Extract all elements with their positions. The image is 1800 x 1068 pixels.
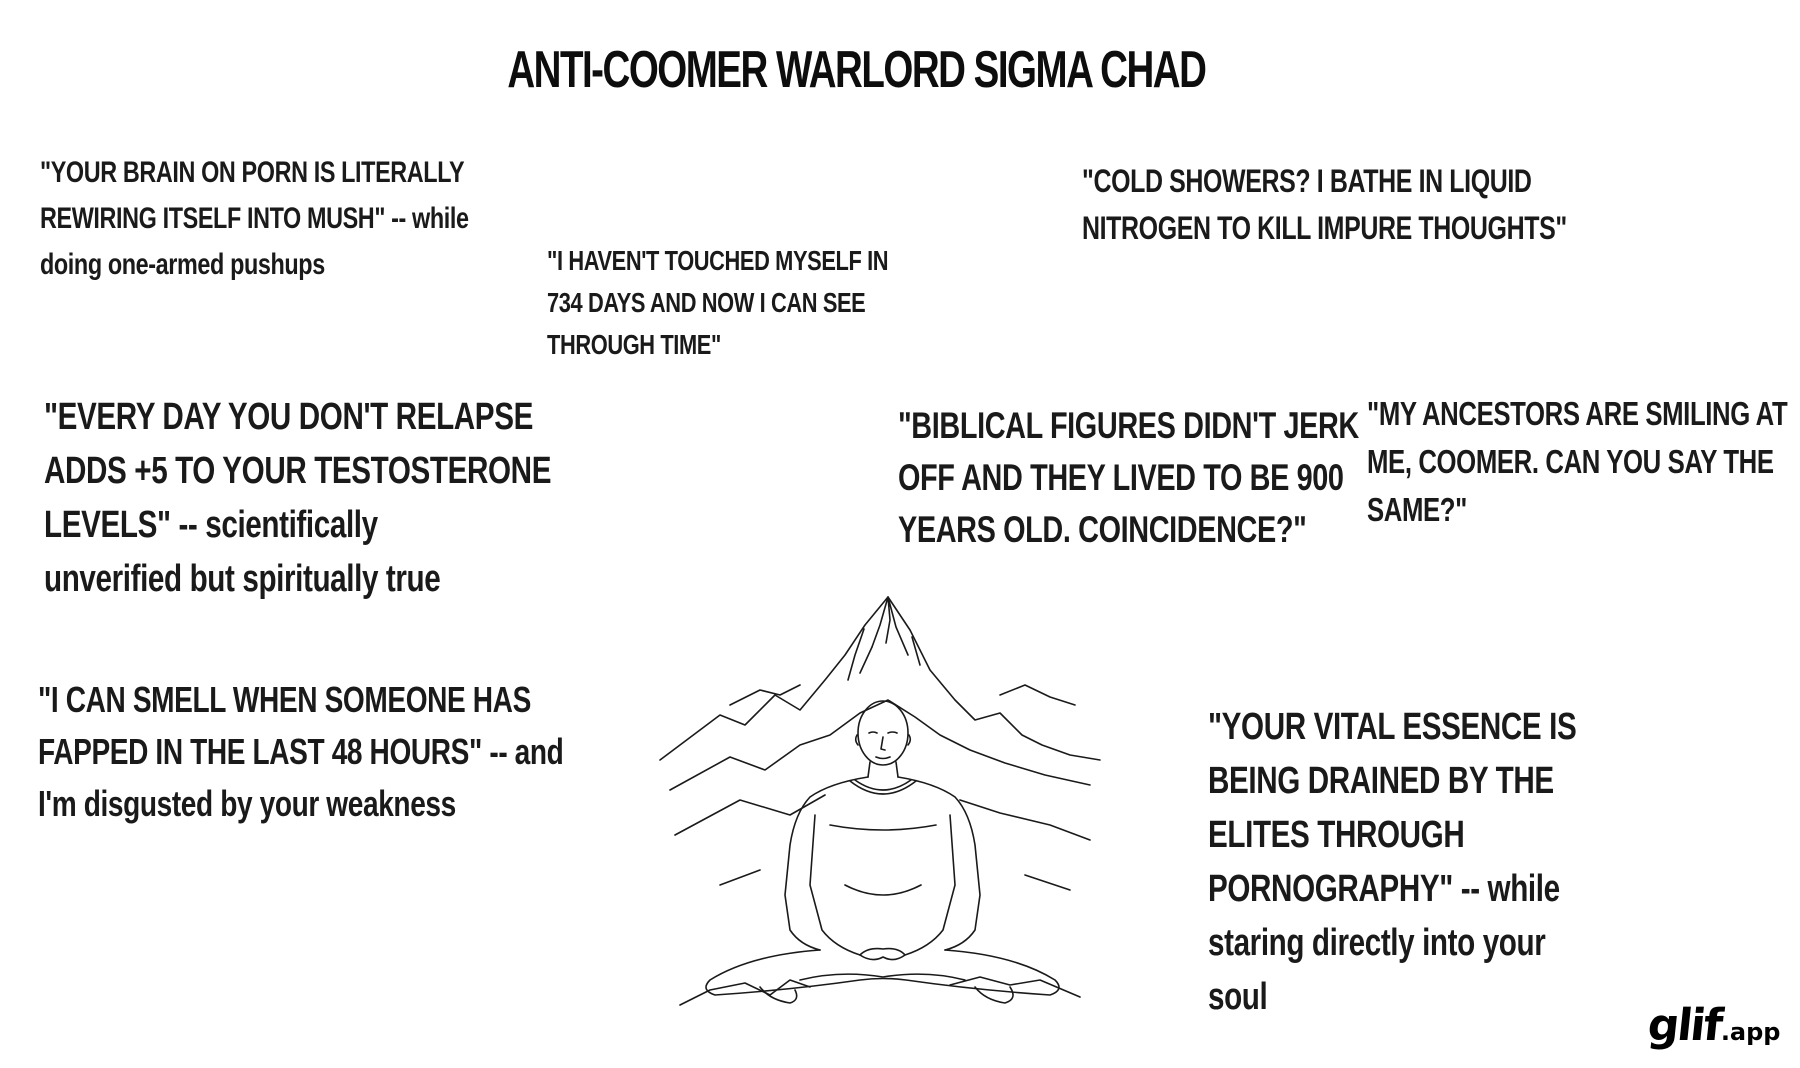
quote-line: 734 DAYS AND NOW I CAN SEE (547, 287, 866, 318)
quote-biblical-figures: "BIBLICAL FIGURES DIDN'T JERK OFF AND TH… (898, 400, 1489, 556)
quote-734-days: "I HAVEN'T TOUCHED MYSELF IN 734 DAYS AN… (547, 240, 984, 366)
quote-line: PORNOGRAPHY" -- while (1208, 868, 1560, 910)
quote-line: "I CAN SMELL WHEN SOMEONE HAS (38, 679, 531, 720)
glif-logo: glif.app (1645, 1000, 1781, 1051)
quote-line: staring directly into your (1208, 922, 1546, 964)
quote-line: "YOUR BRAIN ON PORN IS LITERALLY (40, 156, 465, 189)
quote-line: "BIBLICAL FIGURES DIDN'T JERK (898, 405, 1359, 446)
page-title: ANTI-COOMER WARLORD SIGMA CHAD (507, 41, 1207, 99)
quote-cold-showers: "COLD SHOWERS? I BATHE IN LIQUID NITROGE… (1082, 158, 1704, 252)
quote-line: "COLD SHOWERS? I BATHE IN LIQUID (1082, 163, 1532, 199)
quote-brain-on-porn: "YOUR BRAIN ON PORN IS LITERALLY REWIRIN… (40, 150, 590, 288)
quote-line: FAPPED IN THE LAST 48 HOURS" -- and (38, 731, 564, 772)
quote-line: "MY ANCESTORS ARE SMILING AT (1367, 395, 1788, 432)
quote-line: ME, COOMER. CAN YOU SAY THE (1367, 443, 1774, 480)
quote-line: "YOUR VITAL ESSENCE IS (1208, 706, 1577, 748)
logo-suffix: .app (1720, 1018, 1781, 1046)
quote-line: ADDS +5 TO YOUR TESTOSTERONE (44, 450, 552, 492)
quote-line: LEVELS" -- scientifically (44, 504, 378, 546)
logo-main: glif (1645, 1000, 1724, 1051)
quote-smell: "I CAN SMELL WHEN SOMEONE HAS FAPPED IN … (38, 674, 712, 830)
quote-line: ELITES THROUGH (1208, 814, 1465, 856)
quote-line: REWIRING ITSELF INTO MUSH" -- while (40, 202, 469, 235)
quote-line: I'm disgusted by your weakness (38, 783, 456, 824)
quote-line: "EVERY DAY YOU DON'T RELAPSE (44, 396, 533, 438)
quote-testosterone: "EVERY DAY YOU DON'T RELAPSE ADDS +5 TO … (44, 390, 694, 606)
quote-vital-essence: "YOUR VITAL ESSENCE IS BEING DRAINED BY … (1208, 700, 1680, 1024)
quote-line: soul (1208, 976, 1268, 1018)
meditating-man-mountains-icon (659, 596, 1101, 1006)
quote-line: YEARS OLD. COINCIDENCE?" (898, 509, 1307, 550)
quote-line: SAME?" (1367, 491, 1467, 528)
quote-line: NITROGEN TO KILL IMPURE THOUGHTS" (1082, 210, 1567, 246)
quote-line: THROUGH TIME" (547, 329, 721, 360)
quote-line: OFF AND THEY LIVED TO BE 900 (898, 457, 1344, 498)
quote-line: unverified but spiritually true (44, 558, 441, 600)
quote-line: BEING DRAINED BY THE (1208, 760, 1554, 802)
quote-ancestors: "MY ANCESTORS ARE SMILING AT ME, COOMER.… (1367, 390, 1800, 534)
quote-line: "I HAVEN'T TOUCHED MYSELF IN (547, 245, 889, 276)
quote-line: doing one-armed pushups (40, 248, 325, 281)
